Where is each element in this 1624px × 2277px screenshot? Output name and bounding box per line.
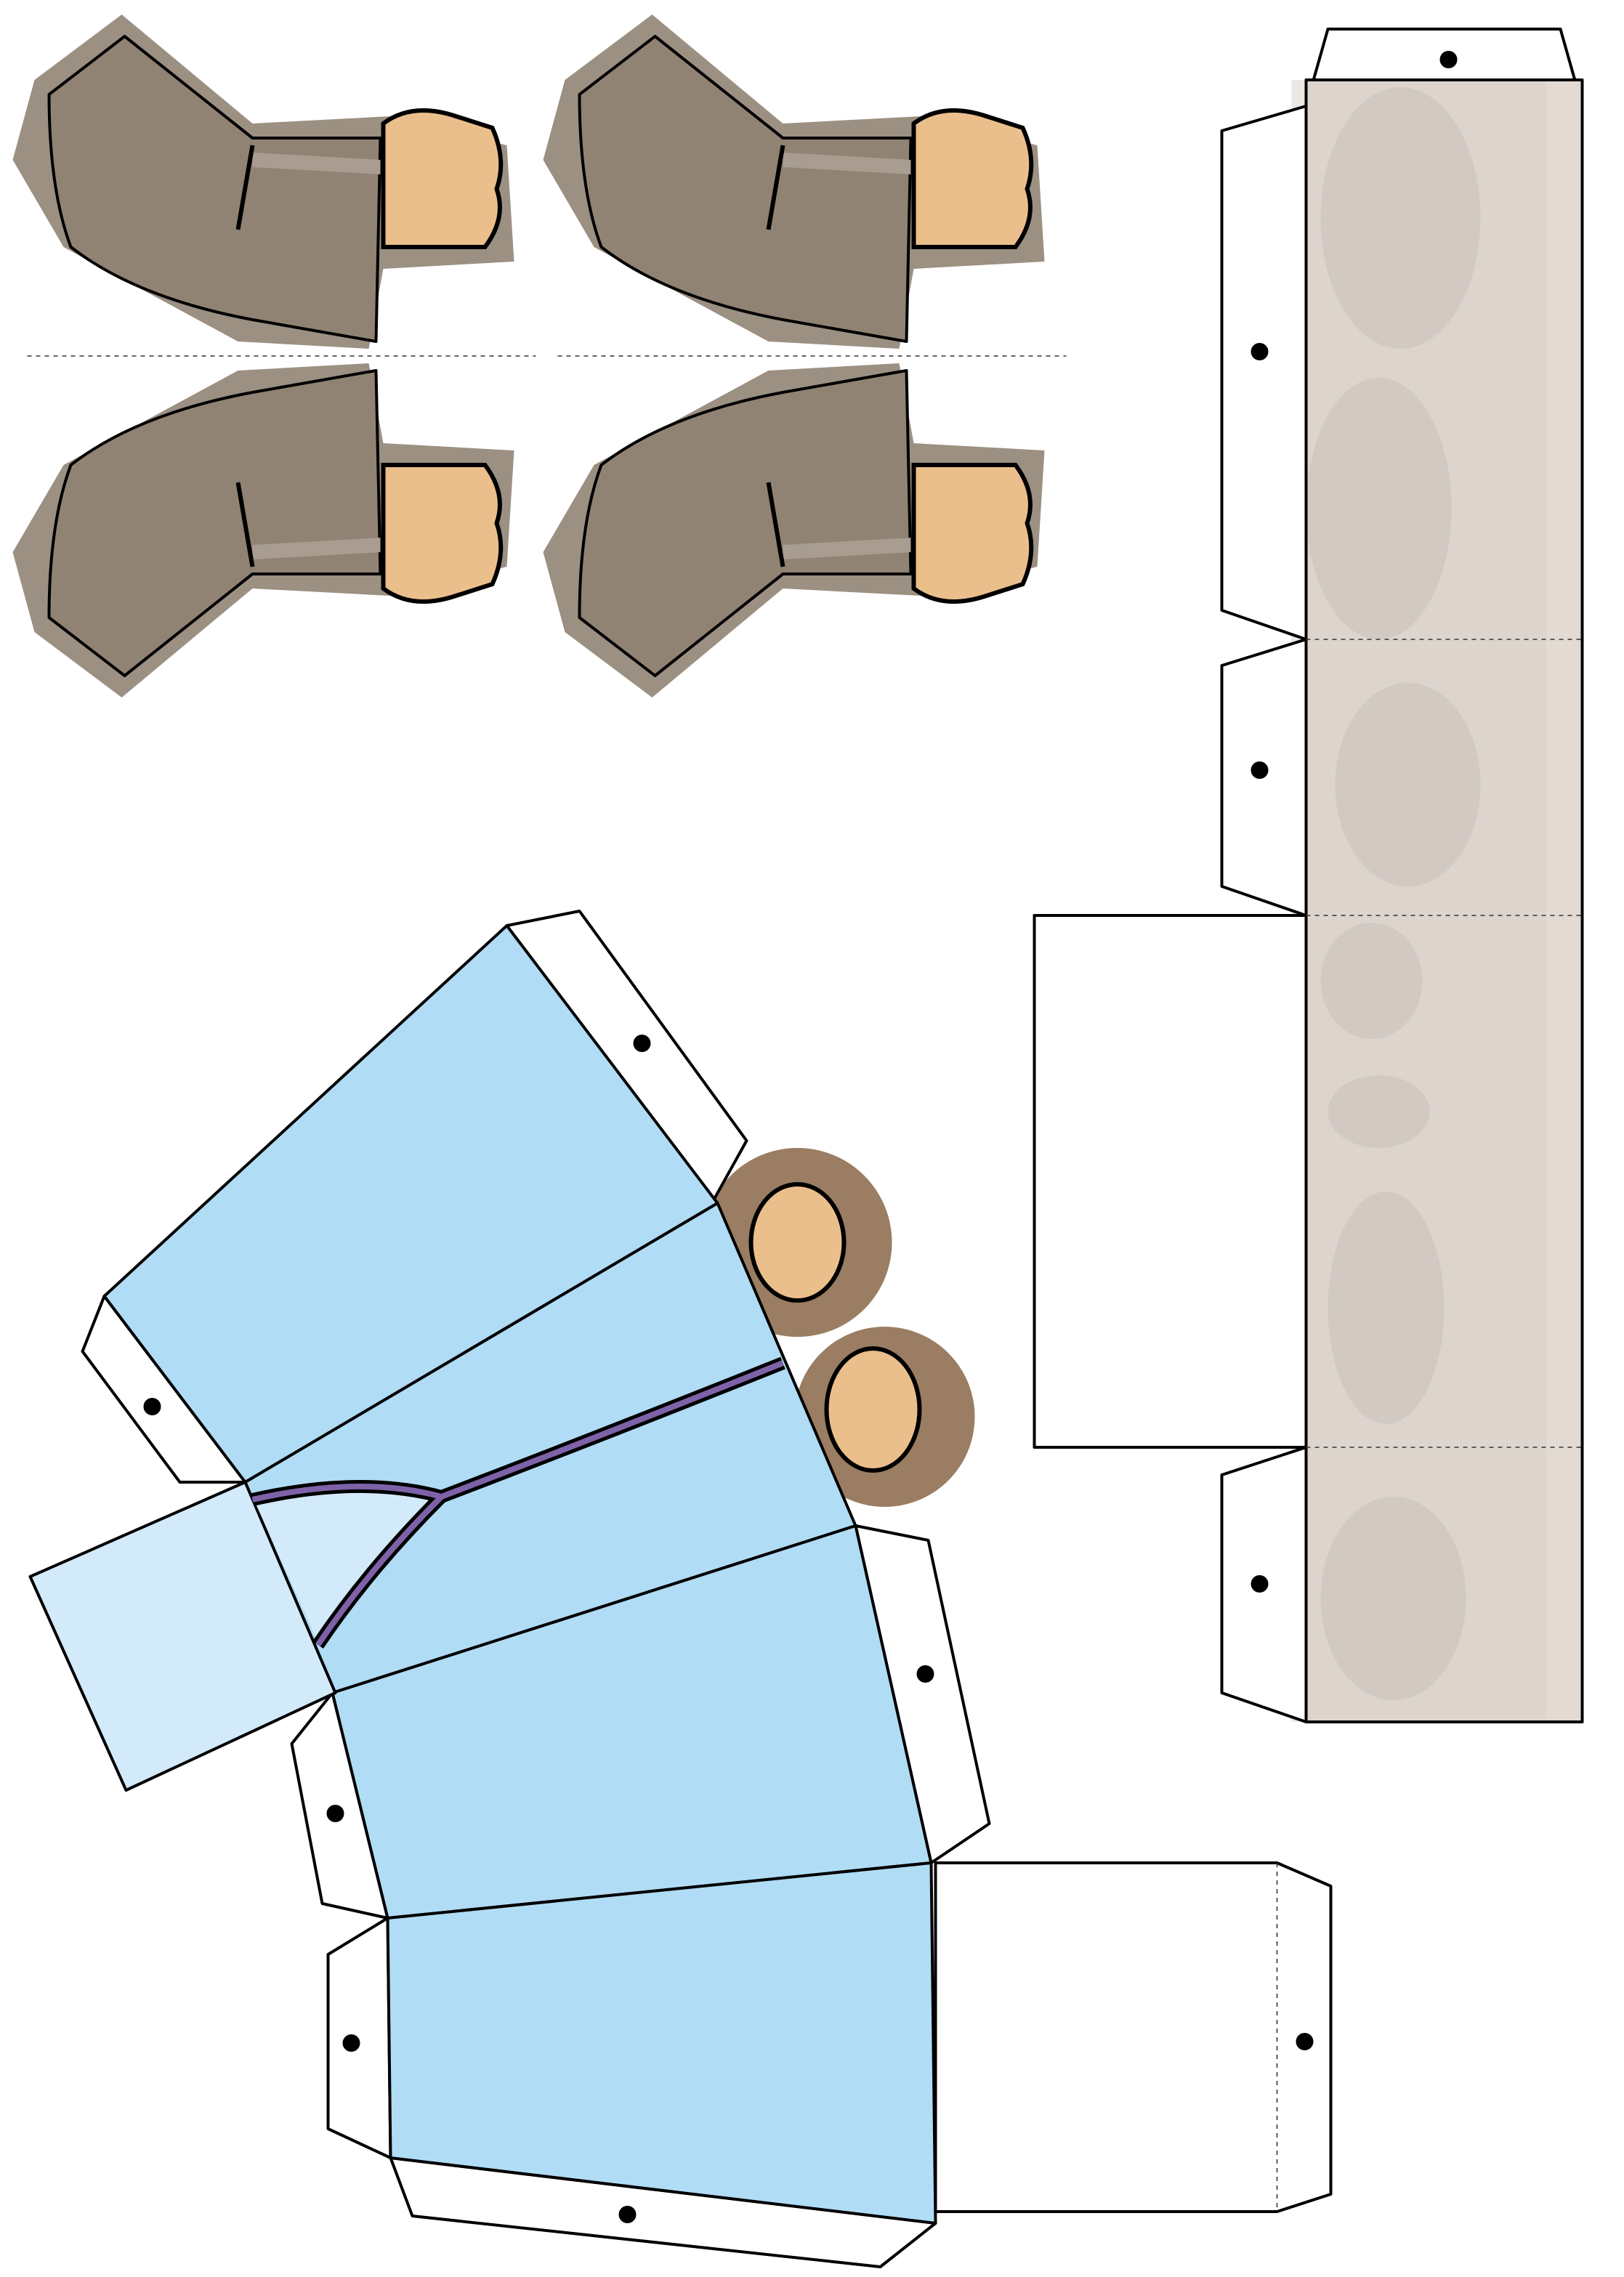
arm-piece-top-right bbox=[544, 15, 1045, 349]
robe-body-net bbox=[28, 910, 1333, 2268]
arm-piece-top-left bbox=[13, 15, 514, 349]
robe-panel-4 bbox=[386, 1861, 937, 2225]
glue-dot bbox=[1251, 343, 1269, 360]
base-flap bbox=[1033, 914, 1308, 1449]
bottom-flap bbox=[934, 1861, 1333, 2213]
arm-piece-bottom-left bbox=[13, 363, 514, 697]
side-tab-1 bbox=[1220, 105, 1308, 641]
tab-left-3 bbox=[326, 1917, 392, 2159]
sleeve-panel bbox=[28, 1481, 337, 1792]
glue-dot bbox=[1251, 1575, 1269, 1593]
stone-texture bbox=[1306, 87, 1481, 1700]
arm-piece-bottom-right bbox=[544, 363, 1045, 697]
stone-pillar-net bbox=[1033, 28, 1584, 1723]
glue-dot bbox=[1251, 761, 1269, 779]
glue-dot bbox=[1439, 51, 1458, 68]
